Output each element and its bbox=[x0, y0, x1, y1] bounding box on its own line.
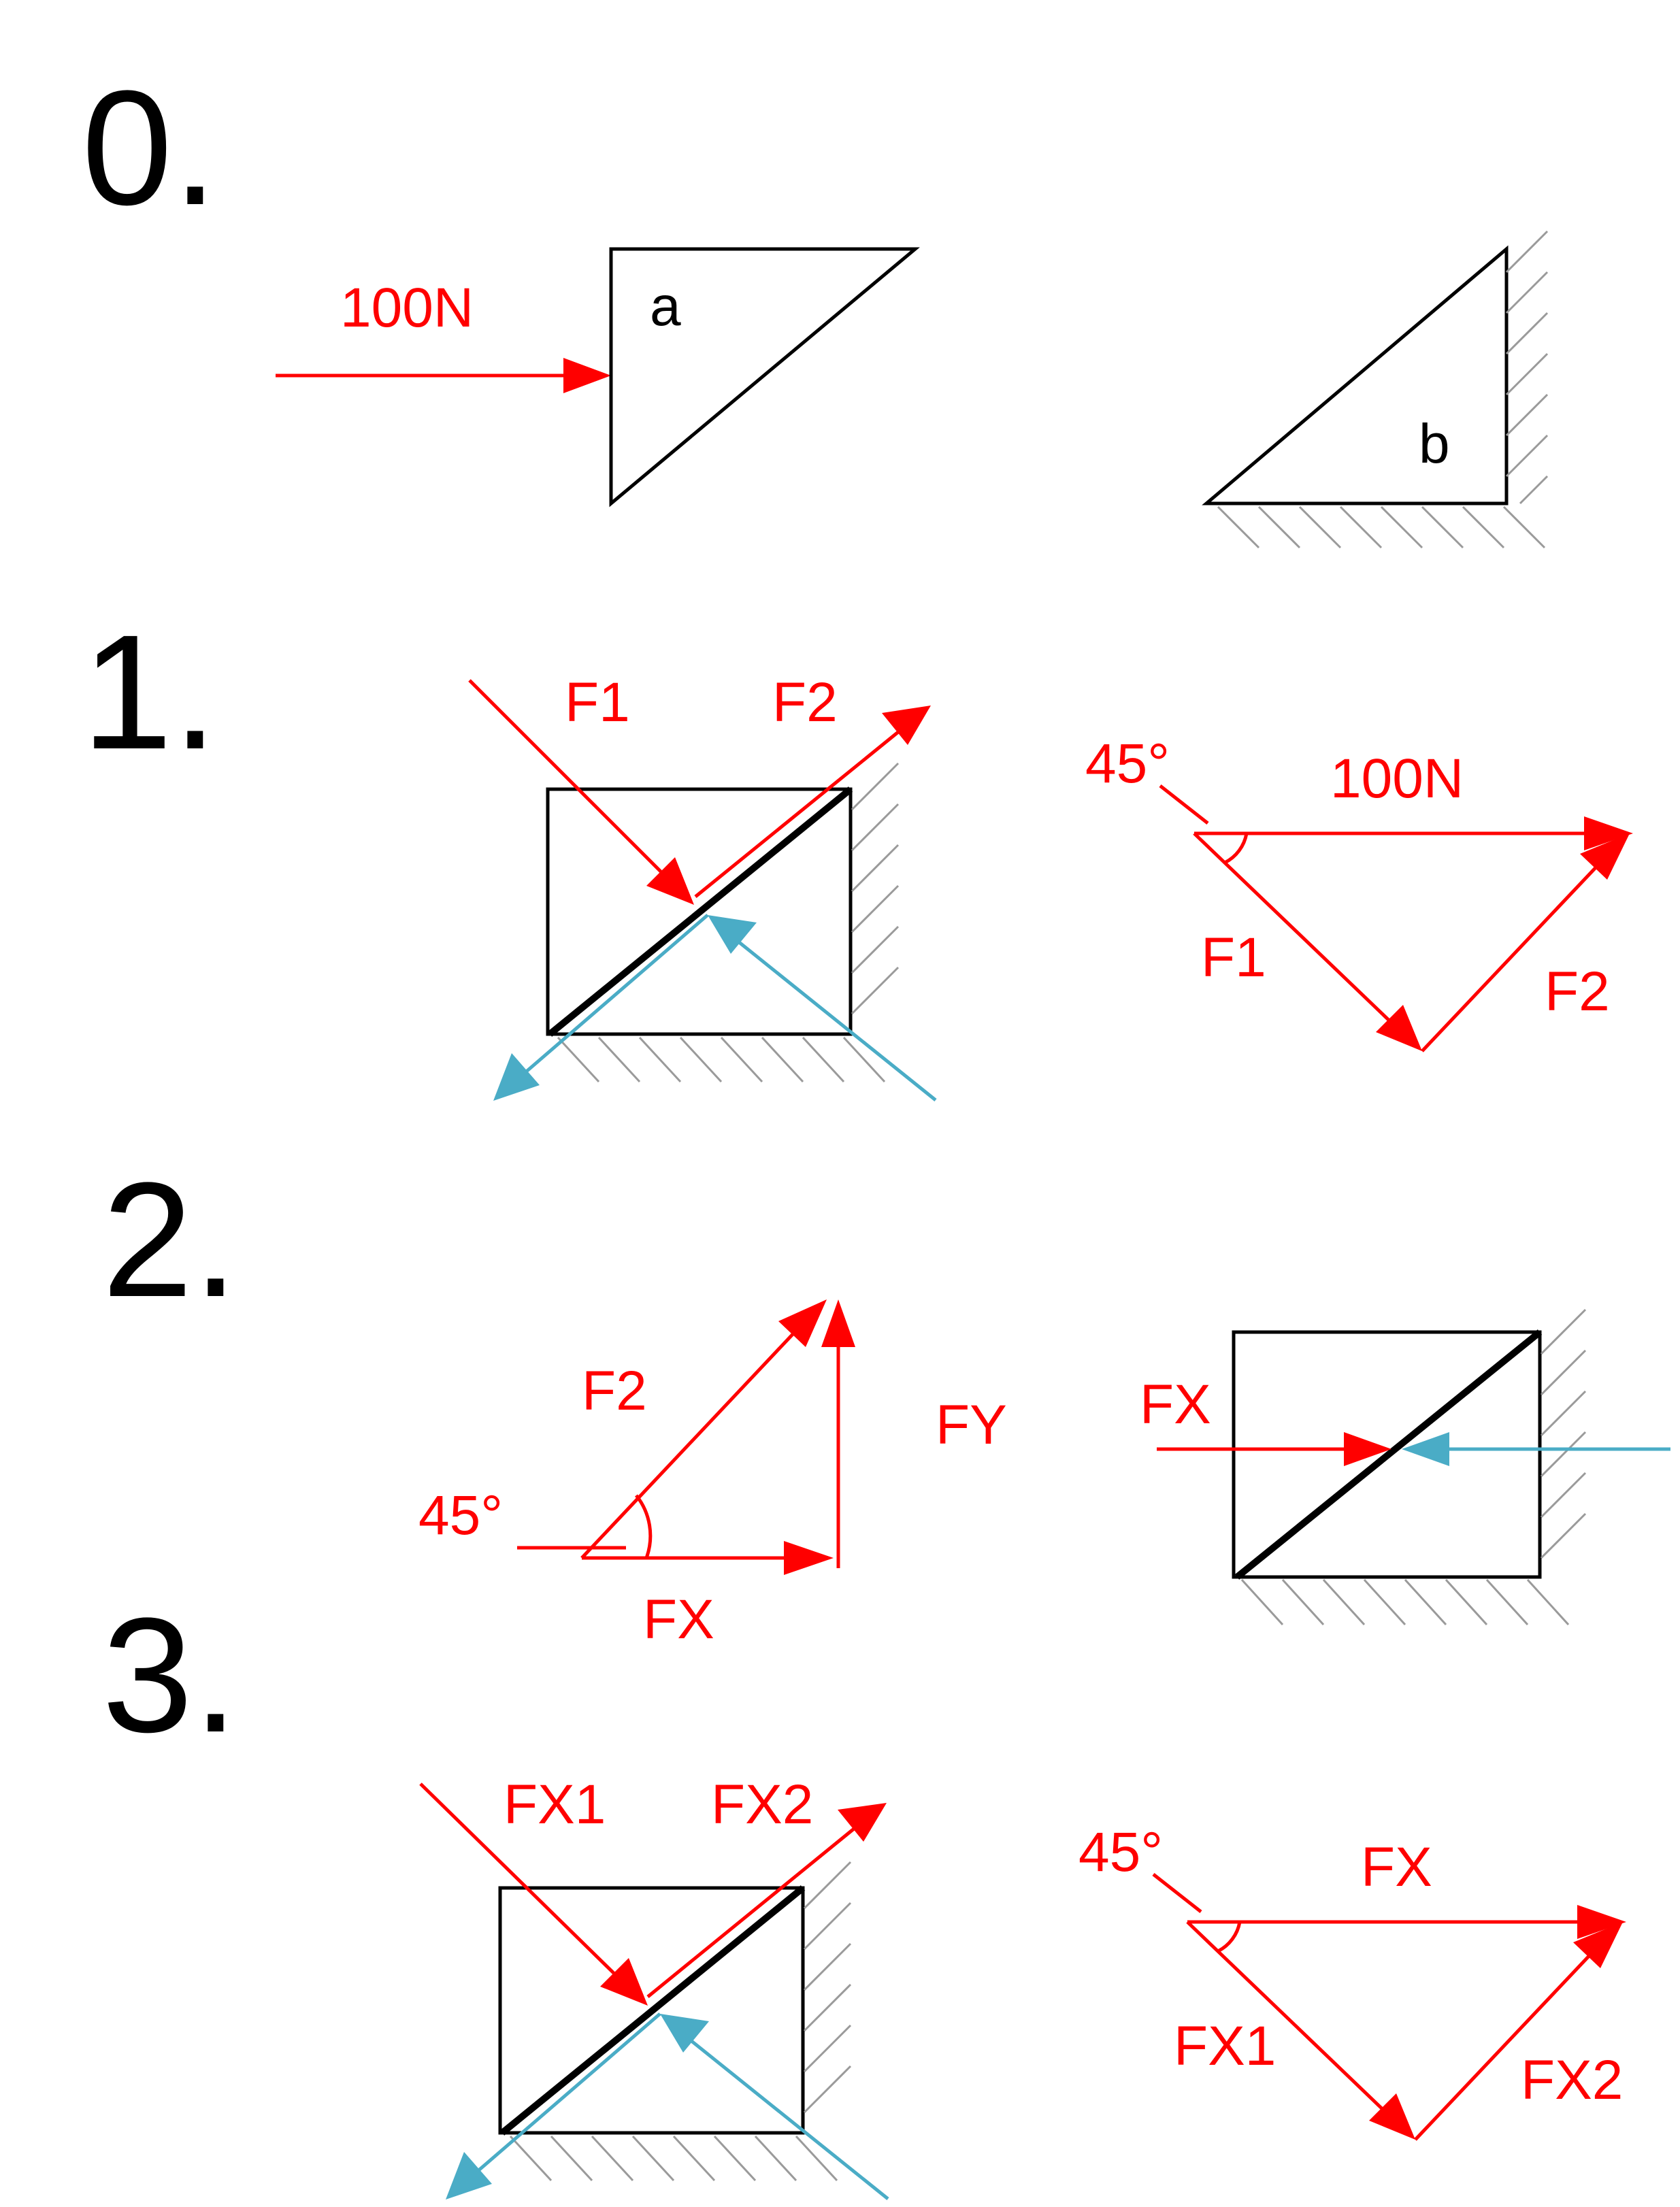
step0-floor-hatch bbox=[1217, 505, 1546, 549]
step2-component-triangle bbox=[517, 1299, 855, 1575]
step1-force-triangle bbox=[1159, 784, 1633, 1052]
step1-f2-arrow bbox=[694, 706, 931, 898]
step2-box bbox=[1232, 1330, 1542, 1579]
step3-force-triangle bbox=[1152, 1873, 1626, 2141]
step2-f2-label: F2 bbox=[582, 1360, 647, 1422]
step2-block-fx-label: FX bbox=[1140, 1374, 1211, 1436]
block-b bbox=[1202, 245, 1509, 505]
step3-fx2-arrow bbox=[646, 1803, 887, 1998]
step-0-group: 100N a b bbox=[276, 230, 1549, 549]
step3-diagonal bbox=[499, 1885, 806, 2136]
step1-f1-label: F1 bbox=[565, 671, 630, 733]
step3-reaction-fx1 bbox=[660, 2014, 889, 2200]
step-1-number: 1. bbox=[82, 601, 218, 783]
step2-fx-label: FX bbox=[643, 1589, 714, 1650]
step1-reaction-f2 bbox=[493, 914, 709, 1101]
step0-force-label: 100N bbox=[340, 277, 474, 339]
step3-base-label: FX bbox=[1361, 1836, 1432, 1898]
step3-floor-hatch bbox=[509, 2135, 838, 2182]
step0-wall-hatch bbox=[1505, 230, 1549, 505]
step2-floor-hatch bbox=[1240, 1578, 1570, 1626]
step2-angle-label: 45° bbox=[418, 1484, 503, 1546]
step3-box bbox=[498, 1886, 805, 2135]
step2-fy-label: FY bbox=[936, 1394, 1007, 1456]
step1-f2-label: F2 bbox=[772, 671, 838, 733]
step2-diagonal bbox=[1234, 1329, 1543, 1580]
step3-left-label: FX1 bbox=[1174, 2015, 1276, 2077]
step1-left-label: F1 bbox=[1201, 927, 1266, 989]
step3-right-label: FX2 bbox=[1521, 2049, 1623, 2111]
step-0-number: 0. bbox=[82, 56, 218, 239]
step3-angle-label: 45° bbox=[1078, 1821, 1163, 1883]
block-a-label: a bbox=[650, 276, 681, 337]
step1-f1-arrow bbox=[468, 679, 694, 905]
step2-wall-hatch bbox=[1540, 1308, 1587, 1559]
step1-base-label: 100N bbox=[1330, 748, 1464, 810]
step-2-group: F2 FY 45° FX FX bbox=[418, 1299, 1670, 1650]
step1-box bbox=[546, 787, 853, 1036]
step2-fx-arrow bbox=[1157, 1432, 1391, 1466]
step0-force-arrow bbox=[276, 358, 611, 393]
step-3-number: 3. bbox=[102, 1584, 238, 1766]
step-3-group: FX1 FX2 bbox=[419, 1774, 1626, 2200]
step2-reaction-arrow bbox=[1402, 1432, 1670, 1466]
step1-wall-hatch bbox=[851, 762, 900, 1015]
step1-reaction-f1 bbox=[708, 915, 937, 1101]
step3-fx1-arrow bbox=[419, 1782, 648, 2006]
step3-fx2-label: FX2 bbox=[711, 1774, 813, 1836]
step1-diagonal bbox=[547, 786, 853, 1037]
step1-angle-label: 45° bbox=[1085, 733, 1170, 795]
step1-floor-hatch bbox=[557, 1036, 886, 1083]
step3-wall-hatch bbox=[803, 1861, 852, 2114]
step-2-number: 2. bbox=[102, 1148, 238, 1331]
step-1-group: F1 F2 bbox=[468, 671, 1633, 1101]
block-a bbox=[609, 247, 920, 508]
step3-reaction-fx2 bbox=[446, 2012, 661, 2200]
step3-fx1-label: FX1 bbox=[504, 1774, 606, 1836]
block-b-label: b bbox=[1419, 413, 1450, 475]
step1-right-label: F2 bbox=[1545, 961, 1610, 1023]
